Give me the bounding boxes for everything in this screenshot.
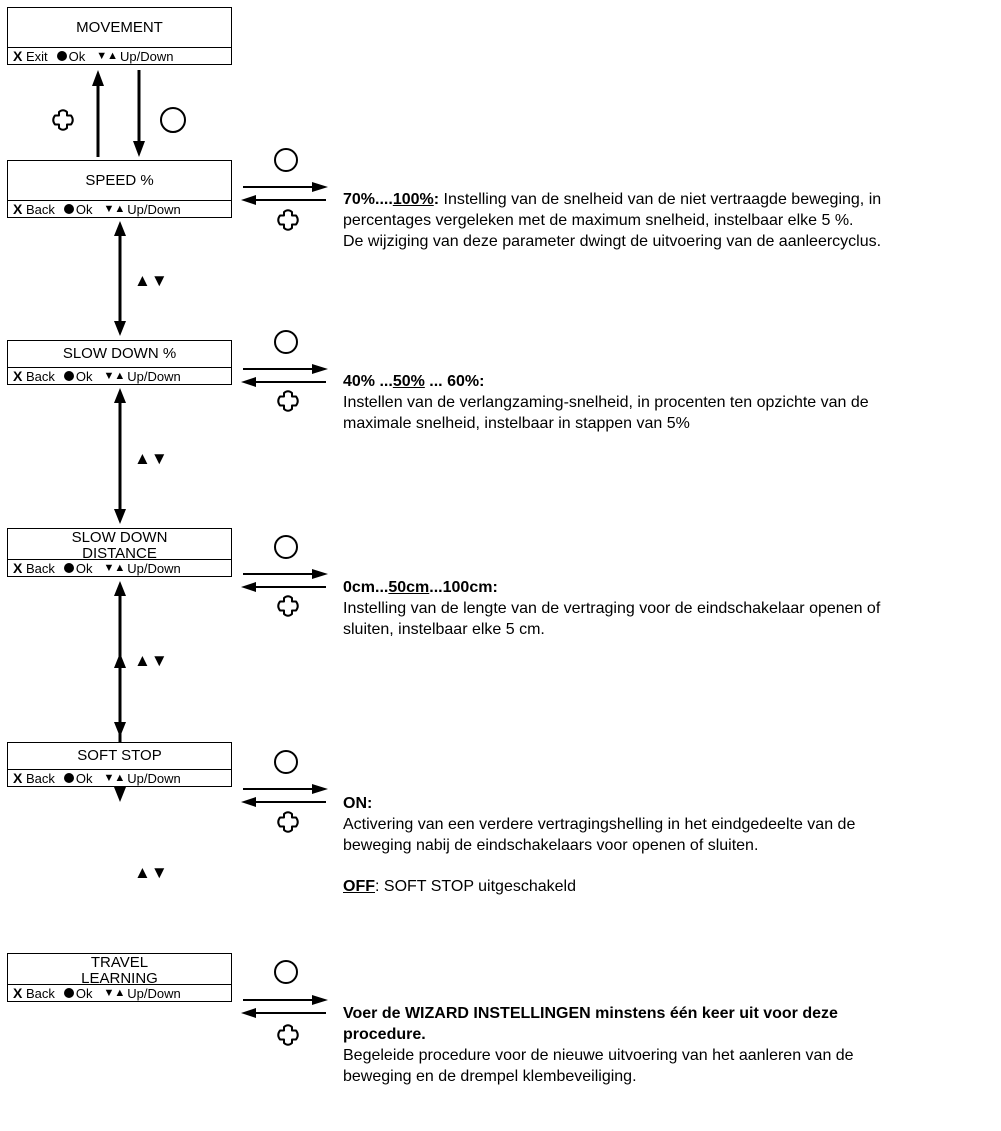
exchange-learning	[241, 960, 328, 1046]
exchange-slowdown	[241, 330, 328, 412]
ok-dot-icon	[63, 204, 74, 214]
description-heading: Voer de WIZARD INSTELLINGEN minstens één…	[343, 1005, 838, 1022]
item-footer: X Back Ok ▼▲Up/Down	[8, 984, 231, 1001]
updown-label: Up/Down	[127, 368, 181, 384]
nav-symbol-3: ▲▼	[134, 651, 168, 670]
nav-symbol-2: ▲▼	[134, 449, 168, 468]
description-slowdown: 40% ...50% ... 60%: Instellen van de ver…	[343, 371, 993, 434]
item-title: DISTANCE	[82, 545, 157, 562]
x-key-icon: X	[13, 770, 23, 786]
description-line: Begeleide procedure voor de nieuwe uitvo…	[343, 1047, 854, 1064]
circle-icon	[160, 107, 186, 133]
exchange-speed	[241, 148, 328, 231]
description-heading-line2: procedure.	[343, 1026, 426, 1043]
ok-label: Ok	[68, 48, 86, 64]
item-box-speed[interactable]: SPEED % X Back Ok ▼▲Up/Down	[7, 160, 232, 218]
item-box-softstop[interactable]: SOFT STOP X Back Ok ▼▲Up/Down	[7, 742, 232, 787]
description-line: percentages vergeleken met de maximum sn…	[343, 212, 854, 229]
description-line: Instelling van de lengte van de vertragi…	[343, 600, 881, 617]
back-label: Back	[25, 368, 55, 384]
cross-icon	[52, 109, 74, 131]
description-softstop: ON: Activering van een verdere vertragin…	[343, 793, 993, 897]
x-key-icon: X	[13, 368, 23, 384]
description-distance: 0cm...50cm...100cm: Instelling van de le…	[343, 577, 993, 640]
description-off: OFF: SOFT STOP uitgeschakeld	[343, 878, 576, 895]
description-line: beweging en de drempel klembeveiliging.	[343, 1068, 637, 1085]
x-key-icon: X	[13, 201, 23, 217]
nav-symbol-1: ▲▼	[134, 271, 168, 290]
updown-label: Up/Down	[127, 201, 181, 217]
updown-arrow-1	[114, 221, 126, 336]
updown-triangles-icon: ▼▲	[103, 370, 126, 382]
updown-label: Up/Down	[127, 985, 181, 1001]
menu-footer: X Exit Ok ▼▲Up/Down	[8, 47, 231, 64]
description-line: Instellen van de verlangzaming-snelheid,…	[343, 394, 869, 411]
ok-dot-icon	[63, 563, 74, 573]
description-heading: 70%....100%: Instelling van de snelheid …	[343, 191, 882, 208]
description-speed: 70%....100%: Instelling van de snelheid …	[343, 189, 993, 252]
item-title: SLOW DOWN	[71, 529, 168, 546]
ok-dot-icon	[63, 773, 74, 783]
ok-dot-icon	[56, 51, 67, 61]
updown-triangles-icon: ▼▲	[96, 50, 119, 62]
ok-label: Ok	[75, 201, 93, 217]
ok-label: Ok	[75, 560, 93, 576]
updown-label: Up/Down	[127, 770, 181, 786]
menu-title: MOVEMENT	[76, 19, 163, 36]
back-label: Back	[25, 985, 55, 1001]
item-footer: X Back Ok ▼▲Up/Down	[8, 367, 231, 384]
exchange-distance	[241, 535, 328, 617]
item-title: LEARNING	[81, 970, 158, 987]
description-learning: Voer de WIZARD INSTELLINGEN minstens één…	[343, 1003, 993, 1087]
exit-arrow-up	[92, 70, 104, 157]
back-label: Back	[25, 560, 55, 576]
updown-label: Up/Down	[127, 560, 181, 576]
item-footer: X Back Ok ▼▲Up/Down	[8, 559, 231, 576]
description-line: sluiten, instelbaar elke 5 cm.	[343, 621, 545, 638]
description-line: De wijziging van deze parameter dwingt d…	[343, 233, 882, 250]
description-heading: 40% ...50% ... 60%:	[343, 373, 485, 390]
item-title: SLOW DOWN %	[62, 345, 177, 362]
ok-label: Ok	[75, 985, 93, 1001]
x-key-icon: X	[13, 985, 23, 1001]
ok-dot-icon	[63, 988, 74, 998]
item-title: SOFT STOP	[77, 747, 162, 764]
back-label: Back	[25, 201, 55, 217]
updown-triangles-icon: ▼▲	[103, 987, 126, 999]
updown-triangles-icon: ▼▲	[103, 562, 126, 574]
item-box-learning[interactable]: TRAVEL LEARNING X Back Ok ▼▲Up/Down	[7, 953, 232, 1002]
description-line: beweging nabij de eindschakelaars voor o…	[343, 837, 759, 854]
x-key-icon: X	[13, 560, 23, 576]
item-box-distance[interactable]: SLOW DOWN DISTANCE X Back Ok ▼▲Up/Down	[7, 528, 232, 577]
ok-label: Ok	[75, 770, 93, 786]
item-footer: X Back Ok ▼▲Up/Down	[8, 769, 231, 786]
enter-arrow-down	[133, 70, 145, 157]
description-heading: ON:	[343, 795, 373, 812]
ok-dot-icon	[63, 371, 74, 381]
ok-label: Ok	[75, 368, 93, 384]
back-label: Back	[25, 770, 55, 786]
item-title: SPEED %	[85, 172, 154, 189]
description-heading: 0cm...50cm...100cm:	[343, 579, 498, 596]
updown-triangles-icon: ▼▲	[103, 203, 126, 215]
x-key-icon: X	[13, 48, 23, 64]
item-title: TRAVEL	[90, 954, 149, 971]
description-line: maximale snelheid, instelbaar in stappen…	[343, 415, 690, 432]
item-box-slowdown[interactable]: SLOW DOWN % X Back Ok ▼▲Up/Down	[7, 340, 232, 385]
item-footer: X Back Ok ▼▲Up/Down	[8, 200, 231, 217]
exit-label: Exit	[25, 48, 48, 64]
description-line: Activering van een verdere vertragingshe…	[343, 816, 856, 833]
exchange-softstop	[241, 750, 328, 833]
updown-arrow-2	[114, 388, 126, 524]
nav-symbol-4: ▲▼	[134, 863, 168, 882]
updown-triangles-icon: ▼▲	[103, 772, 126, 784]
updown-label: Up/Down	[120, 48, 174, 64]
menu-box-movement[interactable]: MOVEMENT X Exit Ok ▼▲Up/Down	[7, 7, 232, 65]
